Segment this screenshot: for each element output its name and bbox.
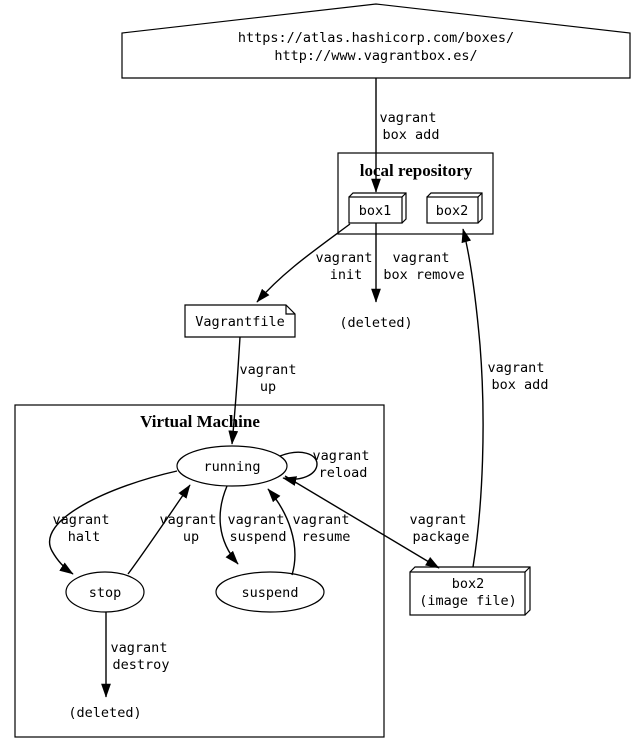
edge-vagrant-resume [267,488,296,576]
box1-node: box1 [348,192,407,224]
running-label: running [204,459,261,475]
vagrantfile-note-fold [285,305,295,315]
edge-vagrant-halt [49,470,178,575]
deleted-box-label: (deleted) [339,315,412,331]
label-up-vagrantfile-1: vagrant [240,362,297,378]
label-init-2: init [330,267,363,283]
box2-3d-corner [477,192,483,198]
deleted-vm-label: (deleted) [68,705,141,721]
label-box-remove-2: box remove [383,267,464,283]
edge-vagrant-up-stop [127,484,191,575]
vagrantfile-note-shape [184,304,296,338]
label-box-add-image-2: box add [492,377,549,393]
vagrantfile-node: Vagrantfile [184,304,296,338]
edge-vagrant-package [284,475,440,569]
box2-image-label-2: (image file) [419,593,517,609]
remote-url-2: http://www.vagrantbox.es/ [274,48,477,64]
local-repository-label: local repository [360,161,473,180]
box1-label: box1 [359,203,392,219]
label-halt-2: halt [68,529,101,545]
remote-url-1: https://atlas.hashicorp.com/boxes/ [238,30,514,46]
label-up-vagrantfile-2: up [260,379,276,395]
label-reload-1: vagrant [313,448,370,464]
label-up-stop-1: vagrant [160,512,217,528]
local-repository-border [337,152,494,235]
running-node: running [176,445,288,487]
label-box-add-image-1: vagrant [488,360,545,376]
label-up-stop-2: up [183,529,199,545]
box2-image-front [409,571,526,616]
stop-label: stop [89,585,122,601]
box2-image-3d-corner [524,566,531,573]
label-reload-2: reload [319,465,368,481]
box2-front [426,196,479,224]
edge-box-add-image [461,228,484,568]
suspend-label: suspend [242,585,299,601]
running-ellipse [176,445,288,487]
edge-vagrant-suspend [219,485,239,565]
stop-node: stop [65,571,145,613]
label-init-1: vagrant [316,250,373,266]
label-package-1: vagrant [410,512,467,528]
label-suspend-2: suspend [230,529,287,545]
label-package-2: package [413,529,470,545]
label-box-add-top-2: box add [383,127,440,143]
virtual-machine-border [14,404,385,738]
label-resume-1: vagrant [293,512,350,528]
house-shape [121,3,631,79]
box2-node: box2 [426,192,483,224]
label-resume-2: resume [302,529,351,545]
edge-vagrant-reload [279,451,318,486]
edge-vagrant-up-vagrantfile [228,336,241,445]
virtual-machine-label: Virtual Machine [140,412,260,431]
label-halt-1: vagrant [53,512,110,528]
edge-labels: vagrant box add vagrant init vagrant box… [53,110,549,673]
box2-image-label-1: box2 [452,576,485,592]
suspend-ellipse [215,571,325,613]
label-destroy-2: destroy [113,657,170,673]
edge-vagrant-init [256,223,351,303]
label-box-remove-1: vagrant [393,250,450,266]
box2-label: box2 [436,203,469,219]
virtual-machine-cluster: Virtual Machine [14,404,385,738]
remote-repositories-house-node: https://atlas.hashicorp.com/boxes/ http:… [121,3,631,79]
label-box-add-top-1: vagrant [380,110,437,126]
stop-ellipse [65,571,145,613]
label-destroy-1: vagrant [111,640,168,656]
box1-3d-corner [401,192,407,198]
box2-image-file-node: box2 (image file) [409,566,531,616]
vagrantfile-label: Vagrantfile [195,314,284,330]
local-repository-cluster [337,152,494,235]
label-suspend-1: vagrant [228,512,285,528]
suspend-node: suspend [215,571,325,613]
